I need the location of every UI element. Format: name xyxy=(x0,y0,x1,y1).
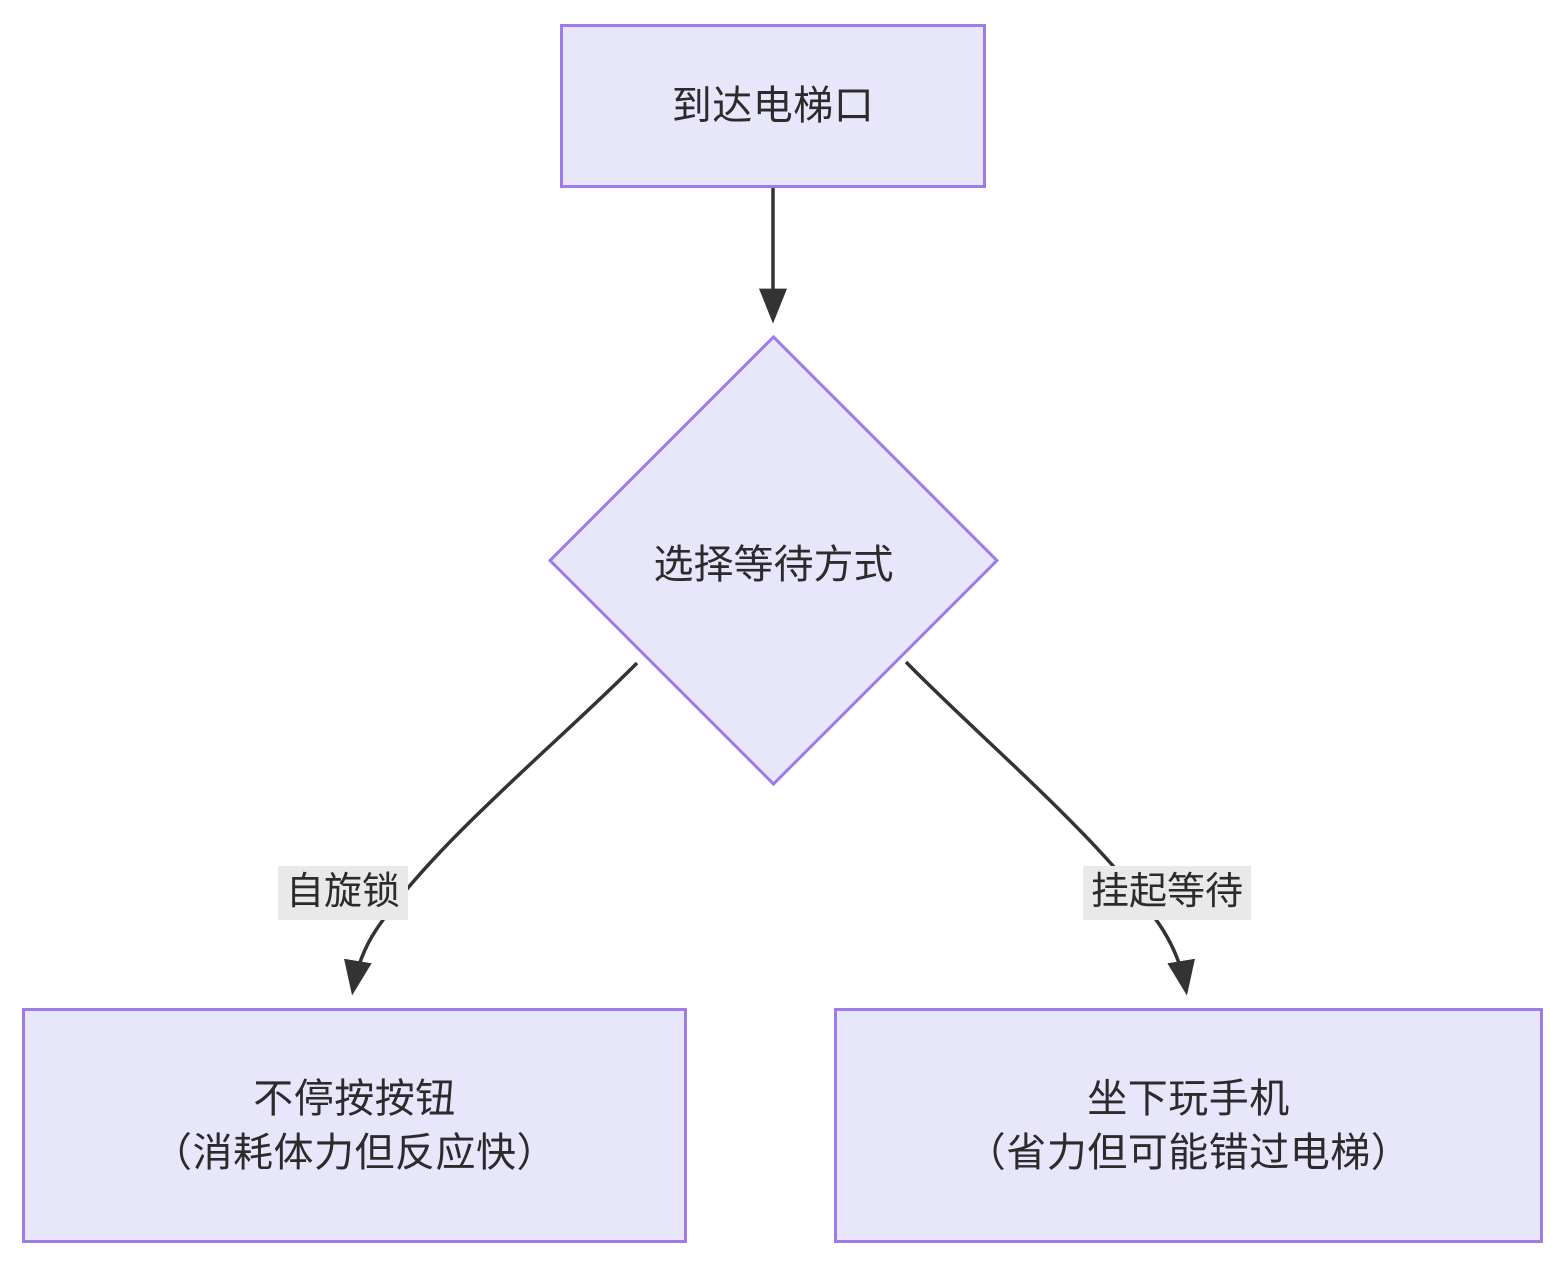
edge-label-spin-lock: 自旋锁 xyxy=(278,866,409,920)
node-blocking-wait[interactable]: 坐下玩手机 （省力但可能错过电梯） xyxy=(834,1008,1543,1243)
node-start[interactable]: 到达电梯口 xyxy=(560,24,986,188)
edge-decision-to-spin xyxy=(344,661,639,996)
node-spin-lock-label: 不停按按钮 （消耗体力但反应快） xyxy=(152,1076,557,1175)
edge-label-blocking-wait: 挂起等待 xyxy=(1083,866,1252,920)
node-start-label: 到达电梯口 xyxy=(671,84,875,128)
node-blocking-wait-label: 坐下玩手机 （省力但可能错过电梯） xyxy=(965,1076,1412,1175)
node-decision-label: 选择等待方式 xyxy=(653,542,894,587)
node-spin-lock[interactable]: 不停按按钮 （消耗体力但反应快） xyxy=(22,1008,687,1243)
node-decision[interactable]: 选择等待方式 xyxy=(547,334,1000,787)
